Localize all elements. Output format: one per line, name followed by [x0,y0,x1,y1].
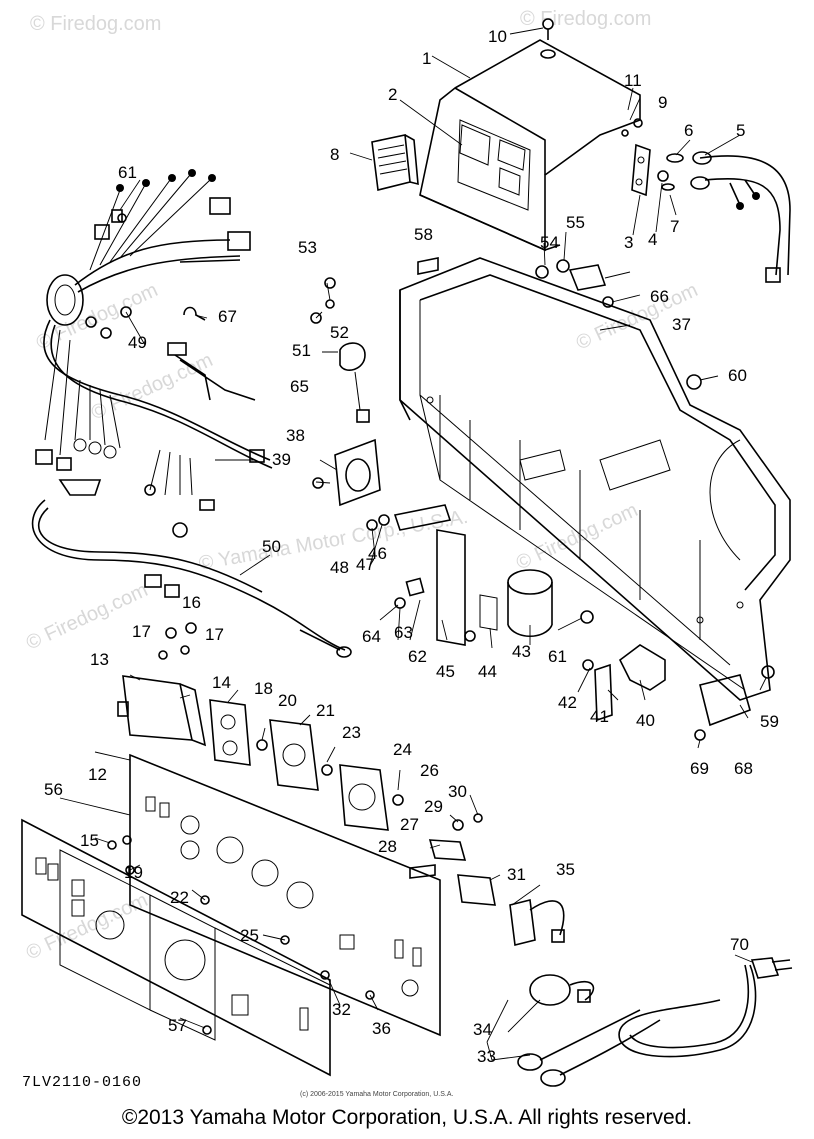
callout-label-39: 39 [272,450,291,469]
callout-label-29: 29 [424,797,443,816]
callout-label-60: 60 [728,366,747,385]
hardware-upper [542,18,669,197]
callout-label-61: 61 [548,647,567,666]
callout-label-57: 57 [168,1016,187,1035]
callout-label-58: 58 [414,225,433,244]
callout-label-44: 44 [478,662,497,681]
callout-label-37: 37 [672,315,691,334]
watermark-text: © Firedog.com [520,8,651,30]
leader-lines [59,27,767,1061]
callout-label-67: 67 [218,307,237,326]
callout-label-4: 4 [648,230,657,249]
part-5-harness [661,151,791,283]
callout-label-59: 59 [760,712,779,731]
callout-label-45: 45 [436,662,455,681]
callout-label-28: 28 [378,837,397,856]
callout-label-52: 52 [330,323,349,342]
callout-label-51: 51 [292,341,311,360]
callout-label-65: 65 [290,377,309,396]
callout-label-17: 17 [132,622,151,641]
callout-label-48: 48 [330,558,349,577]
callout-label-32: 32 [332,1000,351,1019]
callout-label-41: 41 [590,707,609,726]
part-37-control-box [399,257,791,701]
callout-label-40: 40 [636,711,655,730]
footer-copyright: ©2013 Yamaha Motor Corporation, U.S.A. A… [121,1106,693,1129]
callout-label-62: 62 [408,647,427,666]
callout-label-23: 23 [342,723,361,742]
callout-label-12: 12 [88,765,107,784]
callout-label-31: 31 [507,865,526,884]
callout-label-21: 21 [316,701,335,720]
receptacles-switches [107,622,595,1035]
callout-label-49: 49 [128,333,147,352]
callout-label-5: 5 [736,121,745,140]
callout-label-34: 34 [473,1020,492,1039]
callout-label-25: 25 [240,926,259,945]
callout-label-27: 27 [400,815,419,834]
callout-label-64: 64 [362,627,381,646]
callout-label-43: 43 [512,642,531,661]
callout-label-24: 24 [393,740,412,759]
callout-label-38: 38 [286,426,305,445]
callout-label-22: 22 [170,888,189,907]
callout-label-6: 6 [684,121,693,140]
callout-label-10: 10 [488,27,507,46]
part-49-50-wire-harness [31,169,352,658]
callout-label-14: 14 [212,673,231,692]
part-12-57-front-panels [21,753,441,1077]
callout-label-50: 50 [262,537,281,556]
watermark-text: © Firedog.com [23,889,151,964]
callout-label-36: 36 [372,1019,391,1038]
callout-label-56: 56 [44,780,63,799]
callout-label-20: 20 [278,691,297,710]
callout-label-42: 42 [558,693,577,712]
callout-label-53: 53 [298,238,317,257]
callout-label-8: 8 [330,145,339,164]
callout-label-68: 68 [734,759,753,778]
callout-label-1: 1 [422,49,431,68]
callout-label-63: 63 [394,623,413,642]
small-copyright: (c) 2006-2015 Yamaha Motor Corporation, … [300,1091,454,1098]
callout-label-70: 70 [730,935,749,954]
callout-label-16: 16 [182,593,201,612]
callout-label-33: 33 [477,1047,496,1066]
watermark-text: © Firedog.com [30,13,161,35]
callout-label-54: 54 [540,233,559,252]
part-8-panel [371,134,419,191]
callout-label-47: 47 [356,555,375,574]
callout-label-26: 26 [420,761,439,780]
callout-label-7: 7 [670,217,679,236]
watermark-layer: © Firedog.com © Firedog.com © Firedog.com ©… [23,8,701,965]
callout-label-9: 9 [658,93,667,112]
callout-label-61: 61 [118,163,137,182]
watermark-text: © Firedog.com [23,579,151,654]
callout-label-3: 3 [624,233,633,252]
callout-label-19: 19 [124,863,143,882]
callout-label-13: 13 [90,650,109,669]
callout-label-18: 18 [254,679,273,698]
callout-label-30: 30 [448,782,467,801]
part-71-33-cables [517,957,793,1087]
diagram-code: 7LV2110-0160 [22,1074,143,1091]
callout-label-2: 2 [388,85,397,104]
callout-label-17: 17 [205,625,224,644]
callout-label-11: 11 [624,71,642,90]
watermark-text: © Firedog.com [513,499,641,574]
callout-label-15: 15 [80,831,99,850]
callout-label-66: 66 [650,287,669,306]
watermark-text: © Firedog.com [88,349,216,424]
callout-label-35: 35 [556,860,575,879]
callout-label-69: 69 [690,759,709,778]
callout-label-46: 46 [368,544,387,563]
callout-label-55: 55 [566,213,585,232]
part-1-top-cover [419,39,641,252]
